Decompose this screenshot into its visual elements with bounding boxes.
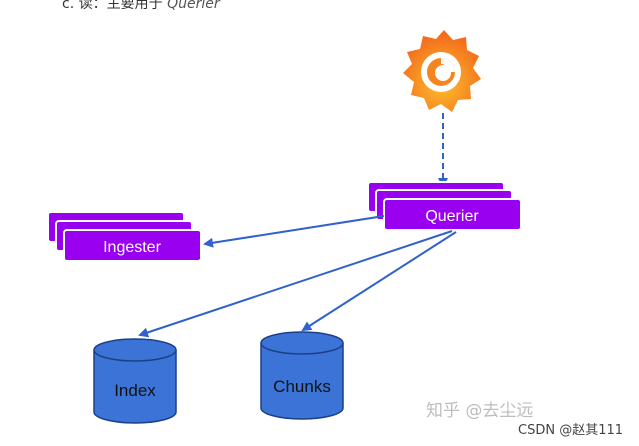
top-caption: c. 读：主要用于 Querier [62, 0, 220, 13]
querier-to-chunks-arrow [301, 231, 457, 332]
zhihu-watermark: 知乎 @去尘远 [426, 401, 534, 421]
querier-to-index-arrow [138, 230, 453, 338]
chunks-label: Chunks [273, 377, 331, 396]
ingester-label: Ingester [103, 239, 161, 256]
index-database-icon: Index [93, 338, 177, 424]
querier-stack: Querier [367, 181, 522, 231]
grafana-logo-icon [403, 30, 481, 112]
querier-to-ingester-arrow [203, 215, 385, 248]
ingester-box [63, 229, 202, 262]
index-label: Index [114, 381, 156, 400]
ingester-stack: Ingester [47, 211, 202, 262]
chunks-database-icon: Chunks [260, 331, 344, 420]
caption-prefix: c. 读：主要用于 [62, 0, 163, 12]
querier-label: Querier [425, 208, 479, 225]
caption-italic: Querier [167, 0, 220, 12]
csdn-watermark: CSDN @赵其111 [518, 423, 624, 438]
querier-box [383, 198, 522, 231]
